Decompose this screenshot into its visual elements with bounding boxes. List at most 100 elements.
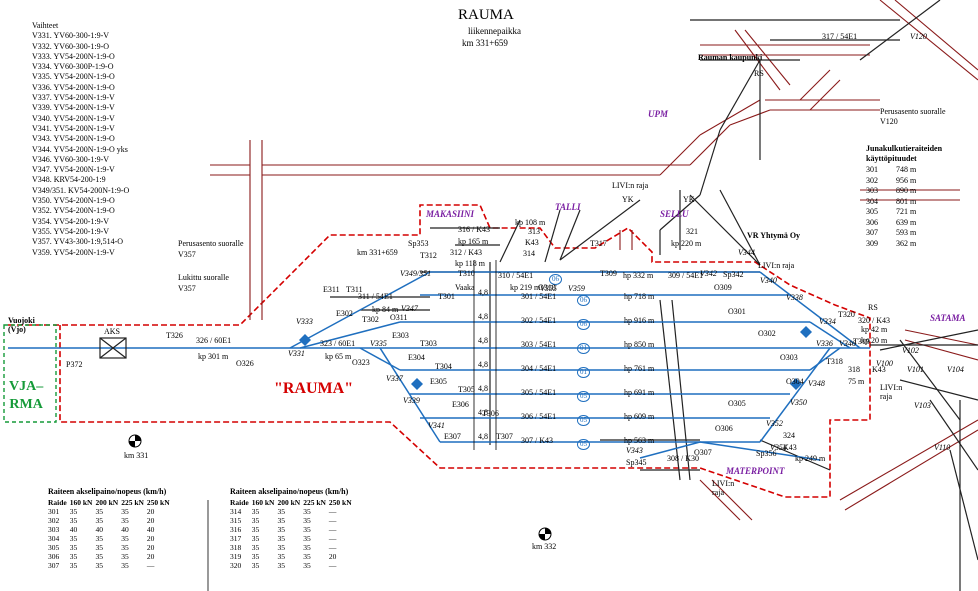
axle-header-cell: 225 kN bbox=[303, 498, 326, 507]
switch-list-item: V347. YV54-200N-1:9-V bbox=[32, 165, 115, 175]
signal-tag: T317 bbox=[590, 239, 607, 248]
axle-cell: 40 bbox=[146, 525, 155, 534]
signal-tag: O323 bbox=[352, 358, 370, 367]
axle-cell: — bbox=[328, 516, 337, 525]
signal-tag: P372 bbox=[66, 360, 83, 369]
kp165-label: kp 165 m bbox=[458, 237, 489, 246]
track-indicator: 01 bbox=[577, 362, 590, 378]
axle-cell: — bbox=[328, 507, 337, 516]
main-tracks bbox=[8, 271, 870, 461]
track312-label: 312 / K43 bbox=[450, 248, 482, 257]
switch-list-item: V333. YV54-200N-1:9-O bbox=[32, 51, 115, 61]
axle-cell: 20 bbox=[146, 507, 155, 516]
axle-cell: 35 bbox=[69, 543, 78, 552]
rs-label: RS bbox=[754, 69, 764, 78]
track-name: 303 / 54E1 bbox=[521, 340, 557, 349]
switch-tag: V104 bbox=[947, 365, 964, 374]
axle-cell: 35 bbox=[121, 516, 129, 525]
switch-list-item: V335. YV54-200N-1:9-O bbox=[32, 72, 115, 82]
switch-list-item: V344. YV54-200N-1:9-O yks bbox=[32, 144, 128, 154]
axle-cell: 35 bbox=[277, 516, 285, 525]
signal-tag: O326 bbox=[236, 359, 254, 368]
signal-tag: T319 bbox=[853, 337, 870, 346]
switch-tag: V349/351 bbox=[400, 269, 432, 278]
switch-list-item: V359. YV54-200N-1:9-V bbox=[32, 247, 115, 257]
switch-tag: V339 bbox=[403, 396, 420, 405]
k43-label: K43 bbox=[783, 443, 797, 452]
signal-tag: O303 bbox=[780, 353, 798, 362]
switch-tag: V334 bbox=[819, 317, 836, 326]
axle-cell: 20 bbox=[328, 552, 337, 561]
switch-tag: V335 bbox=[370, 339, 387, 348]
axle-cell: 35 bbox=[121, 561, 129, 570]
length-value: 748 m bbox=[896, 165, 917, 174]
track-gauge: 4,8 bbox=[478, 288, 488, 297]
axle-header-cell: 250 kN bbox=[146, 498, 170, 507]
switch-tag: V340 bbox=[760, 276, 777, 285]
track-indicator: 05 bbox=[577, 386, 590, 402]
switch-tag: V344 bbox=[738, 248, 755, 257]
track310-label: 310 / 54E1 bbox=[498, 271, 534, 280]
axle-cell: 35 bbox=[251, 561, 260, 570]
switch-list-item: V349/351. KV54-200N-1:9-O bbox=[32, 185, 130, 195]
axle-cell: 35 bbox=[303, 525, 311, 534]
length-value: 362 m bbox=[896, 238, 917, 248]
track-length: hp 761 m bbox=[624, 364, 655, 373]
switch-tag: V354 bbox=[770, 443, 787, 452]
switch-list-item: V348. KRV54-200-1:9 bbox=[32, 175, 106, 185]
switch-tag: V331 bbox=[288, 349, 305, 358]
track-length: hp 609 m bbox=[624, 412, 655, 421]
track-indicator: 05 bbox=[577, 434, 590, 450]
axle-header-cell: 200 kN bbox=[277, 498, 301, 507]
axle-cell: 40 bbox=[95, 525, 103, 534]
axle-cell: 301 bbox=[48, 507, 60, 516]
track311-label: 311 / 54E1 bbox=[358, 292, 393, 301]
length-track: 309 bbox=[866, 238, 878, 248]
axle-cell: 35 bbox=[303, 507, 311, 516]
switch-list-item: V352. YV54-200N-1:9-O bbox=[32, 206, 115, 216]
kp20-label: kp 20 m bbox=[861, 336, 888, 345]
switch-list-item: V332. YV60-300-1:9-O bbox=[32, 41, 110, 51]
length-value: 721 m bbox=[896, 207, 917, 216]
switch-list-item: V357. YV43-300-1:9,514-O bbox=[32, 237, 124, 247]
length-track: 306 bbox=[866, 217, 878, 227]
track-indicator: 05 bbox=[577, 410, 590, 426]
signal-tag: T312 bbox=[420, 251, 437, 260]
axle-cell: 20 bbox=[146, 534, 155, 543]
axle-cell: 35 bbox=[69, 507, 78, 516]
axle-cell: 35 bbox=[69, 561, 78, 570]
axle-cell: — bbox=[328, 561, 337, 570]
track-name: 305 / 54E1 bbox=[521, 388, 557, 397]
318-label: 318 bbox=[848, 365, 860, 374]
note-value: V357 bbox=[178, 250, 196, 259]
axle-cell: 35 bbox=[121, 507, 129, 516]
track-indicator: 06 bbox=[577, 290, 590, 306]
axle-cell: — bbox=[146, 561, 155, 570]
track308-label: 308 / K30 bbox=[667, 454, 699, 463]
length-track: 305 bbox=[866, 207, 878, 216]
page-title: RAUMA bbox=[458, 7, 514, 23]
k43-label: K43 bbox=[872, 365, 886, 374]
switch-tag: V355 bbox=[540, 284, 557, 293]
switch-tag: V359 bbox=[568, 284, 585, 293]
signal-tag: T326 bbox=[166, 331, 183, 340]
vuojoki-label: Vuojoki (Vjo) bbox=[8, 316, 35, 334]
livi-raja-label: LIVI:n raja bbox=[880, 383, 903, 401]
signal-tag: E306 bbox=[452, 400, 469, 409]
signal-tag: O304 bbox=[786, 377, 804, 386]
kp301-label: kp 301 m bbox=[198, 352, 229, 361]
roads bbox=[210, 0, 978, 521]
axle-cell: 35 bbox=[277, 507, 285, 516]
